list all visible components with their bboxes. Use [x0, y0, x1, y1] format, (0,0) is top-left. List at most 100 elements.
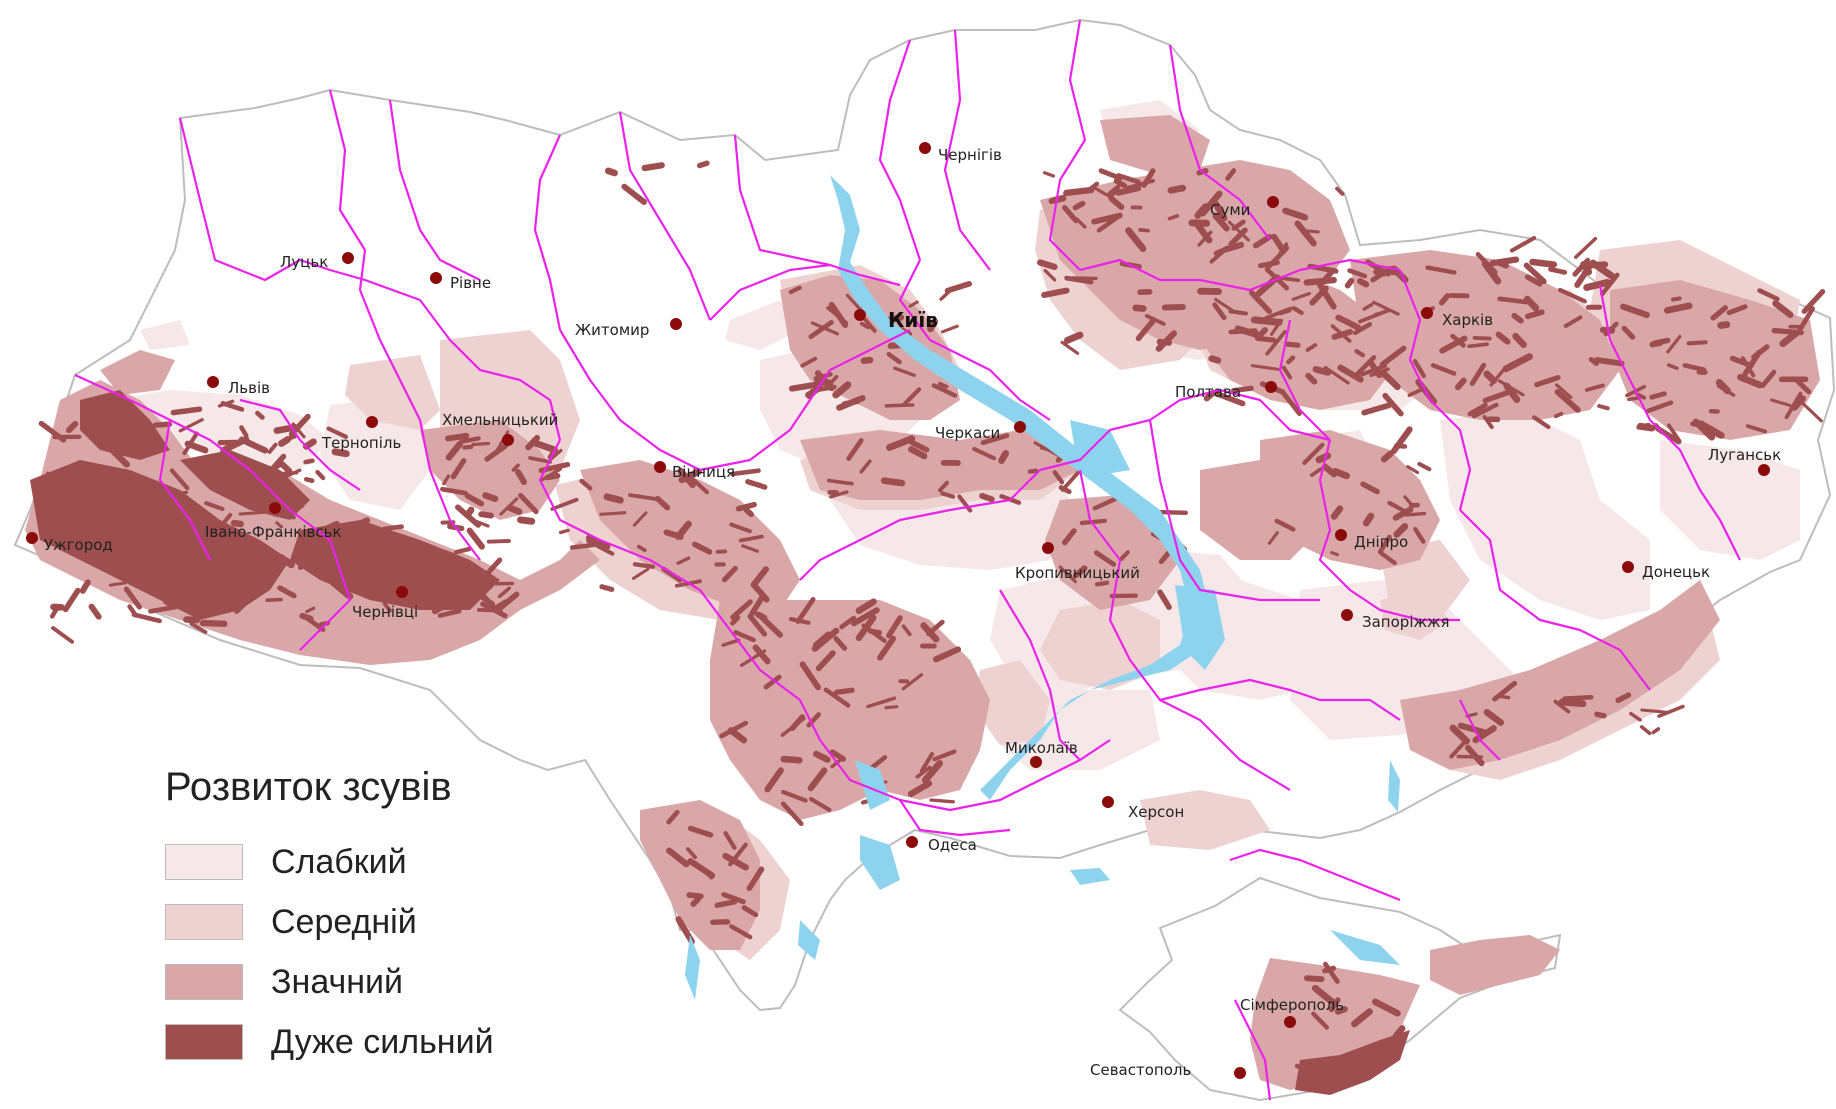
landslide-streak [145, 544, 167, 552]
landslide-streak [1125, 178, 1155, 190]
landslide-streak [919, 752, 934, 773]
landslide-streak [1212, 212, 1230, 232]
landslide-streak [860, 356, 874, 364]
landslide-streak [1294, 220, 1317, 247]
landslide-streak [182, 431, 199, 456]
water-body [1388, 760, 1400, 812]
landslide-streak [758, 613, 783, 638]
landslide-streak [158, 585, 191, 592]
landslide-streak [97, 558, 125, 570]
legend-item: Середній [165, 892, 585, 952]
landslide-streak [549, 448, 563, 461]
landslide-streak [877, 635, 896, 661]
landslide-streak [1052, 470, 1065, 485]
landslide-streak [1060, 340, 1080, 355]
landslide-streak [1562, 694, 1594, 701]
landslide-streak [72, 532, 93, 548]
landslide-streak [529, 439, 559, 454]
landslide-streak [1043, 268, 1057, 282]
landslide-streak [466, 527, 485, 550]
landslide-streak [1354, 349, 1366, 358]
landslide-streak [1092, 496, 1120, 511]
city-label: Вінниця [672, 463, 735, 481]
landslide-streak [1495, 331, 1511, 345]
legend-title: Розвиток зсувів [165, 765, 452, 809]
landslide-streak [302, 438, 317, 450]
landslide-streak [1371, 998, 1401, 1017]
oblast-border [1159, 678, 1401, 721]
city-marker [269, 502, 281, 514]
landslide-streak [1379, 345, 1407, 368]
landslide-streak [1203, 389, 1217, 402]
landslide-streak [49, 605, 60, 619]
landslide-streak [464, 492, 485, 507]
landslide-streak [1791, 395, 1806, 411]
landslide-streak [303, 476, 315, 484]
landslide-streak [131, 612, 162, 624]
landslide-streak [1534, 375, 1561, 388]
landslide-streak [829, 749, 847, 762]
landslide-streak [249, 541, 262, 558]
landslide-streak [569, 542, 596, 550]
landslide-streak [246, 558, 261, 572]
landslide-streak [1454, 377, 1467, 391]
landslide-streak [225, 598, 236, 611]
water-body [855, 760, 890, 810]
landslide-streak [326, 426, 348, 439]
city-label: Івано-Франківськ [205, 523, 342, 541]
oblast-border [178, 117, 421, 302]
landslide-streak [429, 583, 449, 609]
landslide-streak [1449, 741, 1466, 759]
landslide-streak [431, 595, 461, 615]
landslide-streak [1135, 318, 1156, 342]
city-label: Одеса [928, 836, 977, 854]
landslide-streak [1291, 306, 1304, 316]
landslide-streak [1278, 309, 1292, 316]
landslide-streak [1412, 358, 1427, 379]
landslide-streak [277, 585, 297, 599]
oblast-borders [74, 19, 1741, 1101]
landslide-streak [370, 583, 387, 595]
landslide-streak [1646, 400, 1674, 414]
landslide-streak [550, 497, 579, 511]
landslide-streak [1378, 1040, 1402, 1056]
landslide-streak [499, 497, 519, 516]
landslide-streak [280, 498, 305, 508]
landslide-streak [1465, 744, 1485, 767]
city-marker [919, 142, 931, 154]
oblast-border [1398, 269, 1472, 511]
landslide-streak [103, 493, 120, 502]
landslide-streak [697, 160, 710, 169]
landslide-streak [473, 576, 493, 589]
landslide-streak [1156, 509, 1189, 515]
landslide-streak [132, 483, 151, 490]
city-label: Суми [1210, 201, 1250, 219]
landslide-streak [1589, 259, 1616, 280]
landslide-streak [1312, 366, 1332, 376]
landslide-streak [491, 599, 508, 611]
landslide-streak [382, 524, 404, 532]
landslide-streak [749, 593, 766, 617]
landslide-streak [886, 351, 902, 365]
water-body [1070, 420, 1130, 475]
landslide-streak [277, 554, 295, 569]
zone-weak [725, 300, 800, 350]
landslide-streak [96, 546, 128, 557]
landslide-streak [1574, 236, 1598, 259]
oblast-border [388, 99, 481, 281]
landslide-streak [884, 403, 915, 408]
landslide-streak [1554, 383, 1573, 399]
city-label: Ужгород [44, 536, 113, 554]
landslide-streak [1717, 321, 1731, 329]
landslide-streak [700, 866, 714, 880]
landslide-streak [1041, 287, 1070, 298]
landslide-streak [1060, 467, 1083, 492]
landslide-streak [518, 492, 539, 515]
landslide-streak [1311, 984, 1336, 1006]
landslide-streak [733, 630, 756, 643]
landslide-streak [1234, 325, 1261, 339]
landslide-streak [1322, 965, 1337, 974]
landslide-streak [1417, 461, 1432, 472]
landslide-streak [937, 381, 949, 389]
landslide-streak [1801, 289, 1826, 314]
